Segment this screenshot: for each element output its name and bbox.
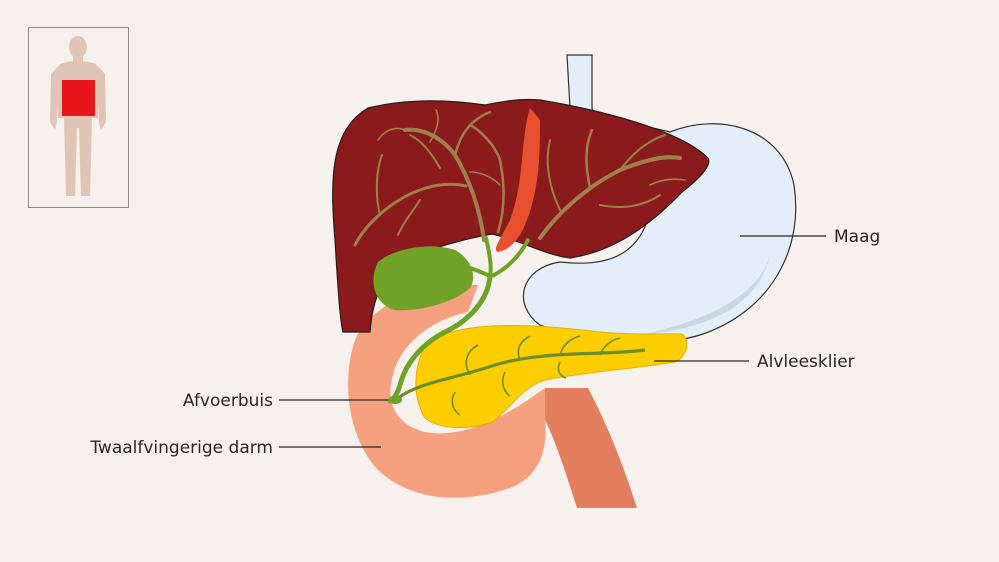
body-locator bbox=[28, 27, 129, 208]
abdomen-highlight bbox=[62, 80, 95, 116]
pancreatic-duct bbox=[397, 348, 646, 400]
pancreas bbox=[397, 324, 688, 429]
falciform-ligament bbox=[495, 108, 540, 252]
gallbladder bbox=[373, 236, 530, 404]
duodenum-label: Twaalfvingerige darm bbox=[89, 438, 273, 458]
stomach-label: Maag bbox=[834, 227, 880, 247]
label-stomach: Maag bbox=[740, 227, 880, 247]
locator-frame bbox=[28, 27, 129, 208]
duct-label: Afvoerbuis bbox=[183, 391, 273, 411]
liver-vessels bbox=[353, 109, 686, 247]
stomach-shade bbox=[640, 255, 770, 335]
duodenum bbox=[348, 284, 637, 508]
label-duct: Afvoerbuis bbox=[183, 391, 388, 411]
liver bbox=[332, 98, 710, 333]
pancreas-label: Alvleesklier bbox=[757, 352, 855, 372]
duct-outlet bbox=[388, 396, 402, 404]
bile-duct-main bbox=[387, 273, 493, 404]
gallbladder-sac bbox=[373, 246, 474, 311]
duodenum-loop bbox=[348, 284, 546, 498]
label-pancreas: Alvleesklier bbox=[654, 352, 855, 372]
label-duodenum: Twaalfvingerige darm bbox=[89, 438, 381, 458]
jejunum-segment bbox=[545, 388, 637, 508]
